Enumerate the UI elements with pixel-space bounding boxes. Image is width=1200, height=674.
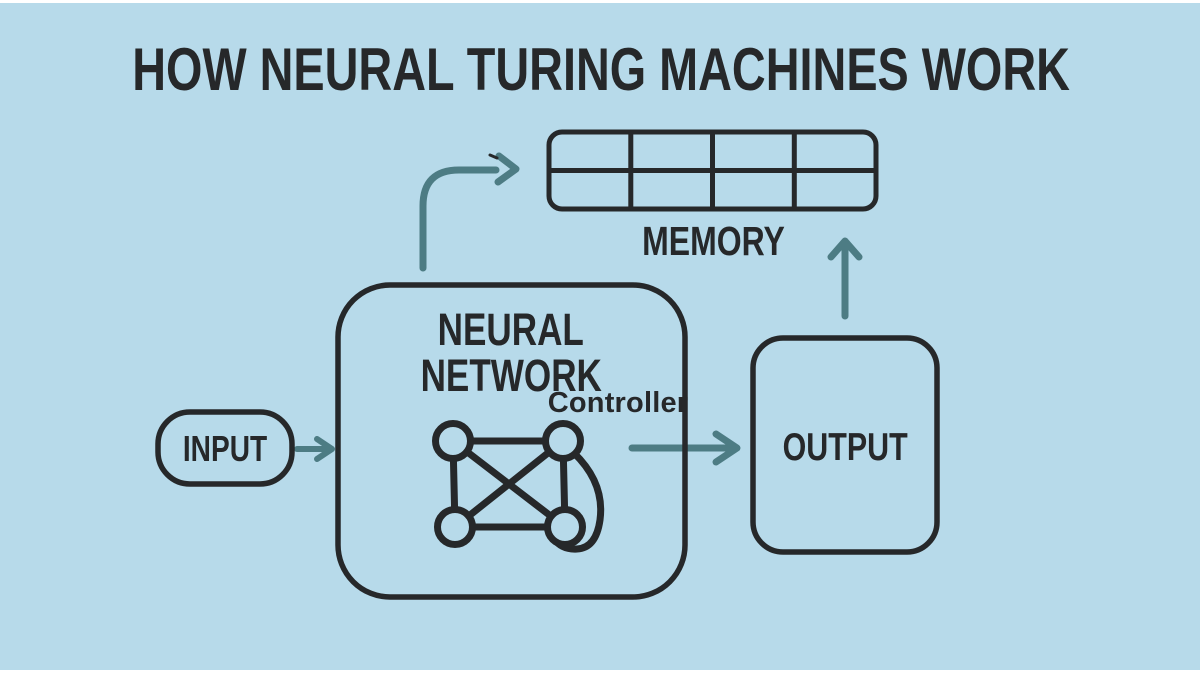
top-white-strip xyxy=(0,0,1200,3)
page-title: HOW NEURAL TURING MACHINES WORK xyxy=(0,40,1170,100)
memory-grid xyxy=(546,129,879,212)
controller-to-output-arrow xyxy=(628,430,741,466)
controller-to-memory-arrow xyxy=(419,152,520,272)
neural-network-box xyxy=(335,282,688,600)
neural-network-label-line1: NEURAL xyxy=(437,304,585,355)
stray-mark xyxy=(488,153,499,160)
input-pill xyxy=(155,409,295,487)
output-label: OUTPUT xyxy=(782,426,908,469)
output-box xyxy=(750,335,940,555)
input-label: INPUT xyxy=(182,428,268,469)
neural-network-label-line2: NETWORK xyxy=(420,350,602,401)
neural-network-icon xyxy=(432,420,605,553)
bottom-white-strip xyxy=(0,670,1200,674)
neural-network-label: NEURAL NETWORK xyxy=(341,307,681,399)
input-to-controller-arrow xyxy=(294,436,335,462)
page-title-text: HOW NEURAL TURING MACHINES WORK xyxy=(132,36,1070,103)
output-to-memory-arrow xyxy=(827,237,863,320)
memory-label: MEMORY xyxy=(641,218,785,264)
controller-label: Controller xyxy=(547,387,689,419)
